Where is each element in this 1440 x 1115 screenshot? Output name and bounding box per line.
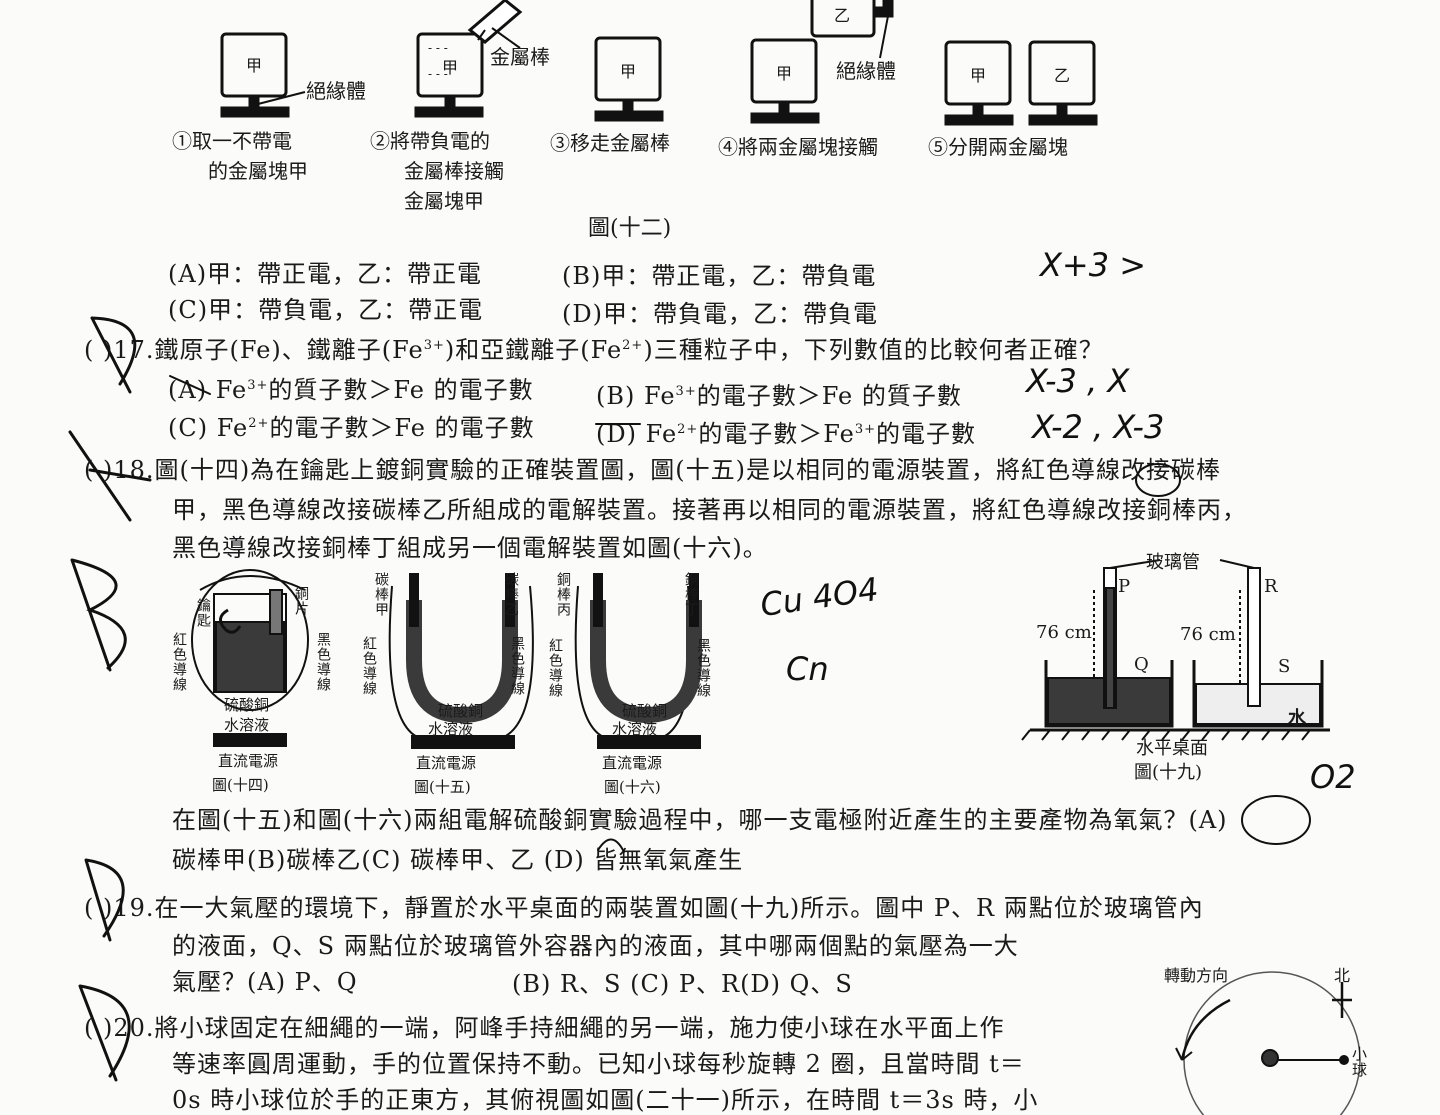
fig19-water-label: 水 bbox=[1288, 708, 1306, 729]
q18-line-5: 碳棒甲(B)碳棒乙(C) 碳棒甲、乙 (D) 皆無氧氣產生 bbox=[172, 846, 744, 874]
fig15-caption: 圖(十五) bbox=[414, 778, 471, 796]
fig12-label-jia-3: 甲 bbox=[620, 62, 637, 81]
q19-line-3a: 氣壓？(A) P、Q bbox=[172, 968, 358, 996]
fig16-black-wire: 黑色導線 bbox=[695, 638, 711, 698]
fig12-label-yi-4: 乙 bbox=[834, 6, 851, 25]
fig15-black-wire: 黑色導線 bbox=[509, 636, 525, 696]
fig12-step-1: ①取一不帶電 的金屬塊甲 bbox=[172, 129, 308, 183]
fig19-point-q: Q bbox=[1134, 654, 1149, 675]
handwritten-answer-q17 bbox=[90, 316, 137, 394]
fig14-red-wire: 紅色導線 bbox=[171, 632, 187, 692]
q20-line-3: 0s 時小球位於手的正東方，其俯視圖如圖(二十一)所示，在時間 t＝3s 時，小 bbox=[172, 1086, 1039, 1114]
handwritten-answer-q19 bbox=[84, 858, 125, 942]
fig12-label-jia-5: 甲 bbox=[970, 66, 987, 85]
handwriting-o2: O2 bbox=[1310, 758, 1356, 796]
fig16-power bbox=[597, 735, 701, 749]
fig21-ball-label: 小球 bbox=[1350, 1046, 1368, 1078]
handwriting-q16: X+3 > bbox=[1040, 246, 1147, 284]
q18-line-4: 在圖(十五)和圖(十六)兩組電解硫酸銅實驗過程中，哪一支電極附近產生的主要產物為… bbox=[172, 806, 1228, 834]
fig16-power-label: 直流電源 bbox=[602, 754, 663, 772]
fig12-insulator-label-4: 絕緣體 bbox=[836, 59, 896, 83]
fig19-table-label: 水平桌面 bbox=[1136, 738, 1208, 759]
fig12-caption: 圖(十二) bbox=[588, 216, 672, 241]
q16-option-b: (B)甲：帶正電，乙：帶負電 bbox=[562, 262, 877, 290]
fig12-step-2: ②將帶負電的 金屬棒接觸 金屬塊甲 bbox=[370, 129, 504, 213]
handwriting-q17-2: X-2 , X-3 bbox=[1032, 408, 1165, 446]
svg-text:- - -: - - - bbox=[428, 67, 448, 81]
handwritten-answer-q20 bbox=[78, 984, 131, 1082]
fig19-height-right: 76 cm bbox=[1180, 624, 1236, 645]
fig12-step-3: ③移走金屬棒 bbox=[550, 131, 670, 155]
handwriting-cu: Cn bbox=[786, 650, 829, 688]
fig21-north-label: 北 bbox=[1334, 966, 1351, 985]
fig12-label-yi-5: 乙 bbox=[1054, 66, 1071, 85]
fig14-power bbox=[213, 733, 287, 747]
fig12-step-4: ④將兩金屬塊接觸 bbox=[718, 135, 878, 159]
fig15-solution-2: 水溶液 bbox=[428, 720, 474, 738]
fig16-solution-1: 硫酸銅 bbox=[622, 702, 668, 720]
fig14-key-label: 鑰匙 bbox=[195, 598, 211, 628]
q20-line-1: ( )20.將小球固定在細繩的一端，阿峰手持細繩的另一端，施力使小球在水平面上作 bbox=[84, 1014, 1005, 1042]
q17-option-a: (A) Fe3+的質子數＞Fe 的電子數 bbox=[168, 376, 534, 404]
fig19-point-r: R bbox=[1264, 576, 1278, 597]
fig21-direction-label: 轉動方向 bbox=[1164, 966, 1229, 985]
fig14-black-wire: 黑色導線 bbox=[315, 632, 331, 692]
q19-line-2: 的液面，Q、S 兩點位於玻璃管外容器內的液面，其中哪兩個點的氣壓為一大 bbox=[172, 932, 1019, 960]
q18-line-1: ( )18.圖(十四)為在鑰匙上鍍銅實驗的正確裝置圖，圖(十五)是以相同的電源裝… bbox=[84, 456, 1221, 484]
fig15-power bbox=[411, 735, 515, 749]
fig14-power-label: 直流電源 bbox=[218, 752, 279, 770]
q19-line-1: ( )19.在一大氣壓的環境下，靜置於水平桌面的兩裝置如圖(十九)所示。圖中 P… bbox=[84, 894, 1204, 922]
q18-line-2: 甲，黑色導線改接碳棒乙所組成的電解裝置。接著再以相同的電源裝置，將紅色導線改接銅… bbox=[172, 496, 1247, 524]
fig19-point-p: P bbox=[1118, 576, 1131, 597]
fig14-caption: 圖(十四) bbox=[212, 776, 269, 794]
fig14-copper-label: 銅片 bbox=[293, 586, 309, 616]
q18-line-3: 黑色導線改接銅棒丁組成另一個電解裝置如圖(十六)。 bbox=[172, 534, 768, 562]
fig15-rod-yi: 碳棒乙 bbox=[503, 572, 519, 617]
fig12-label-jia-1: 甲 bbox=[246, 56, 263, 75]
fig15-rod-jia: 碳棒甲 bbox=[373, 572, 389, 617]
q17-option-b: (B) Fe3+的電子數＞Fe 的質子數 bbox=[596, 382, 962, 410]
q16-option-c: (C)甲：帶負電，乙：帶正電 bbox=[168, 296, 484, 324]
fig14-solution-1: 硫酸銅 bbox=[224, 696, 270, 714]
fig12-label-jia-4: 甲 bbox=[776, 64, 793, 83]
q16-option-a: (A)甲：帶正電，乙：帶正電 bbox=[168, 260, 483, 288]
svg-text:- - -: - - - bbox=[428, 41, 448, 55]
fig16-red-wire: 紅色導線 bbox=[547, 638, 563, 698]
q16-option-d: (D)甲：帶負電，乙：帶負電 bbox=[562, 300, 878, 328]
fig15-solution-1: 硫酸銅 bbox=[438, 702, 484, 720]
fig15-power-label: 直流電源 bbox=[416, 754, 477, 772]
handwritten-answer-q18a bbox=[68, 430, 152, 522]
fig14-solution-2: 水溶液 bbox=[224, 716, 270, 734]
fig19-height-left: 76 cm bbox=[1036, 622, 1092, 643]
q17-option-c: (C) Fe2+的電子數＞Fe 的電子數 bbox=[168, 414, 535, 442]
fig19-caption: 圖(十九) bbox=[1134, 762, 1203, 783]
q17-option-d: (D) Fe2+的電子數＞Fe3+的電子數 bbox=[596, 420, 977, 448]
fig16-solution-2: 水溶液 bbox=[612, 720, 658, 738]
fig12-step-5: ⑤分開兩金屬塊 bbox=[928, 135, 1068, 159]
fig12-insulator-label-1: 絕緣體 bbox=[306, 79, 366, 103]
fig15-red-wire: 紅色導線 bbox=[361, 636, 377, 696]
fig12-rod-label: 金屬棒 bbox=[490, 45, 550, 69]
q20-line-2: 等速率圓周運動，手的位置保持不動。已知小球每秒旋轉 2 圈，且當時間 t＝ bbox=[172, 1050, 1025, 1078]
fig16-rod-bing: 銅棒丙 bbox=[555, 572, 571, 617]
q17-stem: ( )17.鐵原子(Fe)、鐵離子(Fe3+)和亞鐵離子(Fe2+)三種粒子中，… bbox=[84, 336, 1104, 364]
fig19-tube-label: 玻璃管 bbox=[1146, 552, 1200, 573]
fig16-rod-ding: 銅棒丁 bbox=[683, 572, 699, 617]
q19-line-3b: (B) R、S (C) P、R(D) Q、S bbox=[512, 970, 853, 998]
handwriting-q17-1: X-3 , X bbox=[1026, 362, 1130, 400]
handwritten-answer-q18b bbox=[70, 558, 127, 672]
fig16-caption: 圖(十六) bbox=[604, 778, 661, 796]
fig19-point-s: S bbox=[1278, 656, 1291, 677]
fig12-label-jia-2: 甲 bbox=[442, 58, 459, 77]
